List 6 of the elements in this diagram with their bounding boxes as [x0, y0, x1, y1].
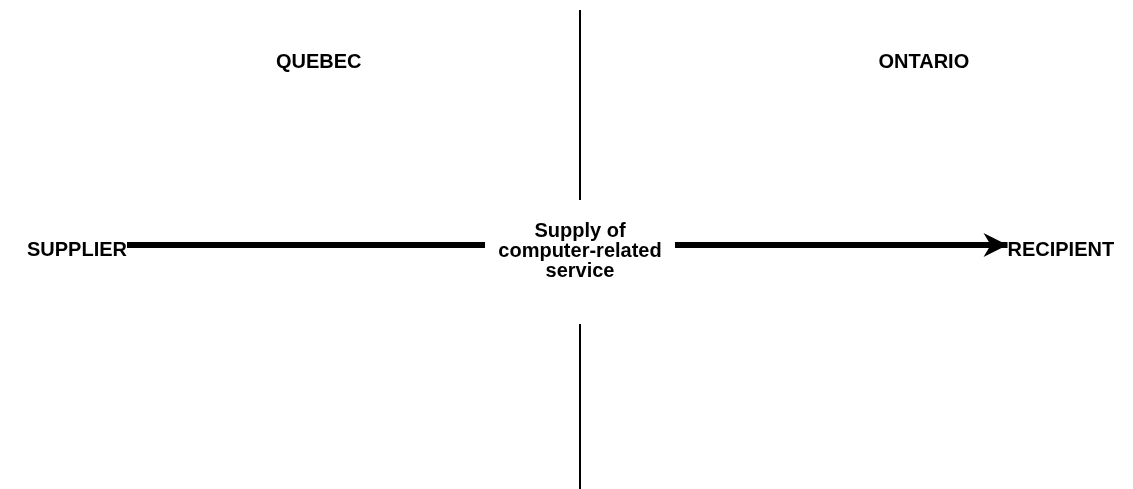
text-label: RECIPIENT [1007, 237, 1115, 261]
region-label: QUEBEC [276, 49, 362, 73]
region-label: ONTARIO [878, 49, 970, 73]
arrow [675, 233, 1008, 257]
text-label: SUPPLIER [27, 237, 128, 261]
text-label: Supply of computer-related service [485, 220, 675, 280]
